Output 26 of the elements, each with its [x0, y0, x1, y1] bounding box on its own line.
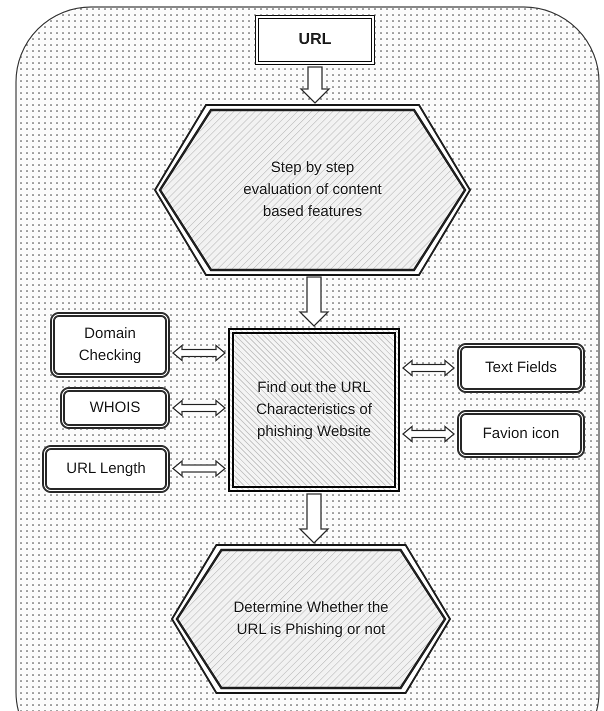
process-box — [228, 328, 400, 492]
block-arrow — [299, 66, 331, 104]
process-hexagon — [155, 105, 470, 275]
node-text: Favion icon — [482, 424, 560, 444]
node-text: URL Length — [66, 459, 146, 480]
block-arrow — [402, 359, 456, 377]
node-text: URL — [298, 30, 332, 50]
node-text: Text Fields — [485, 358, 557, 378]
block-arrow — [298, 276, 330, 327]
node-text: Determine Whether the URL is Phishing or not — [232, 598, 390, 640]
block-arrow — [402, 425, 456, 443]
feature-box — [50, 312, 170, 378]
feature-box — [457, 410, 585, 458]
block-arrow — [298, 493, 330, 544]
block-arrow — [172, 344, 226, 362]
block-arrow — [172, 399, 226, 417]
node-text: WHOIS — [90, 398, 140, 418]
feature-box — [42, 445, 170, 493]
block-arrow — [172, 460, 226, 478]
process-hexagon — [172, 545, 450, 693]
node-text: Find out the URL Characteristics of phishing Website — [255, 378, 373, 442]
feature-box — [457, 343, 585, 393]
node-text: Step by step evaluation of content based features — [242, 158, 383, 222]
input-box — [255, 15, 375, 65]
feature-box — [60, 387, 170, 429]
node-text: Domain Checking — [78, 324, 142, 366]
